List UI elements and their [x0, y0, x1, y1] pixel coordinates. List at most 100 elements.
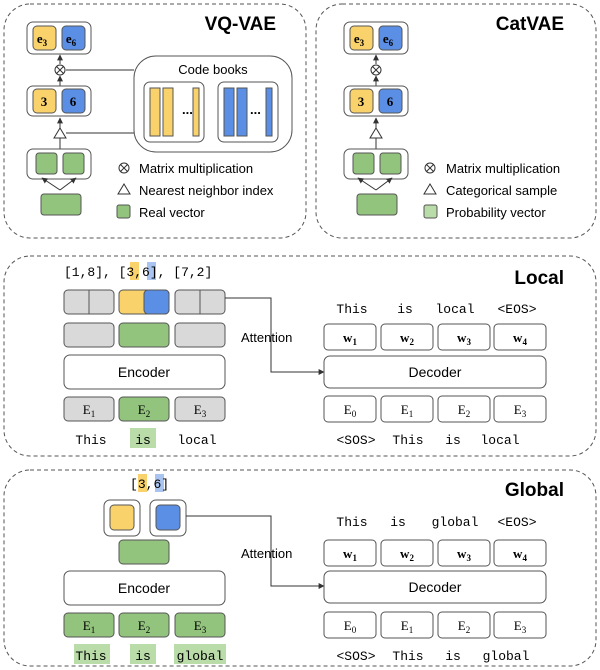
svg-text:w4: w4 — [513, 546, 527, 563]
local-enc-embedding-3 — [174, 396, 226, 422]
svg-text:E2: E2 — [458, 618, 470, 635]
catvae-title: CatVAE — [496, 14, 564, 35]
vqvae-mid-token-1: 3 — [41, 94, 48, 109]
catvae-legend: Matrix multiplication Categorical sample… — [423, 161, 560, 220]
catvae-multiply-icon — [370, 64, 382, 76]
catvae-categorical-icon — [369, 127, 383, 139]
local-dec-input-3: is — [445, 433, 461, 448]
svg-text:...: ... — [182, 102, 193, 117]
catvae-legend-categorical: Categorical sample — [446, 183, 557, 198]
svg-text:Encoder: Encoder — [118, 364, 170, 380]
svg-text:Encoder: Encoder — [118, 580, 170, 596]
catvae-panel: CatVAE e3 e6 3 6 — [315, 3, 597, 239]
catvae-top-token-2: e6 — [383, 31, 394, 48]
global-enc-embedding-2 — [118, 612, 170, 638]
local-title: Local — [514, 268, 564, 289]
local-encoder — [63, 354, 226, 390]
svg-text:Decoder: Decoder — [409, 579, 462, 595]
vqvae-top-token-yellow — [32, 25, 57, 51]
catvae-legend-multiply: Matrix multiplication — [446, 161, 560, 176]
vqvae-legend-multiply: Matrix multiplication — [139, 161, 253, 176]
global-decoder — [323, 570, 547, 604]
local-enc-embedding-2 — [118, 396, 170, 422]
svg-text:...: ... — [250, 102, 261, 117]
local-border — [3, 255, 597, 457]
global-dec-input-1: <SOS> — [336, 649, 375, 664]
svg-text:E3: E3 — [194, 402, 207, 419]
svg-text:w3: w3 — [457, 546, 471, 563]
vqvae-panel: VQ-VAE e3 e6 3 6 Code books .. — [3, 3, 307, 239]
global-input-word-3: global — [177, 649, 224, 664]
global-output-word-2: is — [390, 515, 406, 530]
catvae-mid-token-2: 6 — [387, 94, 394, 109]
global-dec-input-2: This — [392, 649, 423, 664]
global-output-word-1: This — [336, 515, 367, 530]
local-input-word-3: local — [177, 433, 216, 448]
vqvae-title: VQ-VAE — [205, 14, 276, 35]
vqvae-legend: Matrix multiplication Nearest neighbor i… — [116, 161, 274, 220]
vqvae-multiply-icon — [54, 64, 66, 76]
local-attention-label: Attention — [241, 330, 292, 345]
svg-text:E3: E3 — [514, 618, 527, 635]
global-encoder — [63, 570, 226, 606]
global-panel: Global [3,6] Encoder E1 E2 E3 This is gl… — [3, 469, 597, 667]
vqvae-mid-token-2: 6 — [70, 94, 77, 109]
global-enc-embedding-3 — [174, 612, 226, 638]
catvae-mid-token-1: 3 — [358, 94, 365, 109]
global-dec-input-3: is — [445, 649, 461, 664]
global-codes: [3,6] — [130, 477, 169, 492]
local-output-word-3: local — [435, 302, 474, 317]
triangle-icon — [117, 183, 131, 195]
local-dec-input-4: local — [480, 433, 519, 448]
global-attention-label: Attention — [241, 546, 292, 561]
vqvae-top-token-1: e3 — [37, 31, 48, 48]
vqvae-encoder-vector — [40, 193, 82, 216]
vqvae-nearest-neighbor-icon — [53, 127, 67, 139]
vqvae-mid-token-blue — [61, 88, 86, 114]
vqvae-legend-real: Real vector — [139, 205, 205, 220]
svg-text:w4: w4 — [513, 330, 527, 347]
local-enc-embedding-1 — [63, 396, 115, 422]
svg-text:E0: E0 — [344, 402, 357, 419]
global-pooled-vector — [118, 539, 170, 565]
svg-text:E2: E2 — [458, 402, 470, 419]
vqvae-legend-nearest: Nearest neighbor index — [139, 183, 274, 198]
multiply-icon — [118, 162, 130, 174]
svg-text:E1: E1 — [83, 618, 95, 635]
svg-text:w2: w2 — [400, 330, 414, 347]
local-codes: [1,8], [3,6], [7,2] — [64, 265, 212, 280]
vqvae-codebooks-label: Code books — [178, 62, 248, 77]
svg-text:w2: w2 — [400, 546, 414, 563]
global-input-word-2: is — [135, 649, 151, 664]
multiply-icon — [424, 162, 436, 174]
global-enc-embedding-1 — [63, 612, 115, 638]
vqvae-border — [3, 3, 307, 239]
catvae-border — [315, 3, 597, 239]
svg-text:E0: E0 — [344, 618, 357, 635]
global-border — [3, 469, 597, 667]
local-dec-input-1: <SOS> — [336, 433, 375, 448]
local-input-word-1: This — [75, 433, 106, 448]
global-title: Global — [505, 480, 564, 501]
catvae-legend-probability: Probability vector — [446, 205, 546, 220]
svg-text:E3: E3 — [194, 618, 207, 635]
global-output-word-4: <EOS> — [497, 515, 536, 530]
global-input-word-1: This — [75, 649, 106, 664]
svg-text:E2: E2 — [138, 402, 150, 419]
vqvae-mid-token-yellow — [32, 88, 57, 114]
local-output-word-2: is — [397, 302, 413, 317]
global-dec-input-4: global — [483, 649, 530, 664]
svg-text:E1: E1 — [83, 402, 95, 419]
green-square-icon — [116, 204, 131, 219]
svg-text:Decoder: Decoder — [409, 364, 462, 380]
local-input-word-2: is — [135, 433, 151, 448]
svg-text:E1: E1 — [401, 618, 413, 635]
local-decoder — [323, 355, 547, 389]
svg-text:E2: E2 — [138, 618, 150, 635]
local-output-word-1: This — [336, 302, 367, 317]
local-panel: Local [1,8], [3,6], [7,2] Encoder E1 E2 … — [3, 255, 597, 457]
svg-text:w1: w1 — [343, 330, 357, 347]
local-output-word-4: <EOS> — [497, 302, 536, 317]
svg-text:w1: w1 — [343, 546, 357, 563]
